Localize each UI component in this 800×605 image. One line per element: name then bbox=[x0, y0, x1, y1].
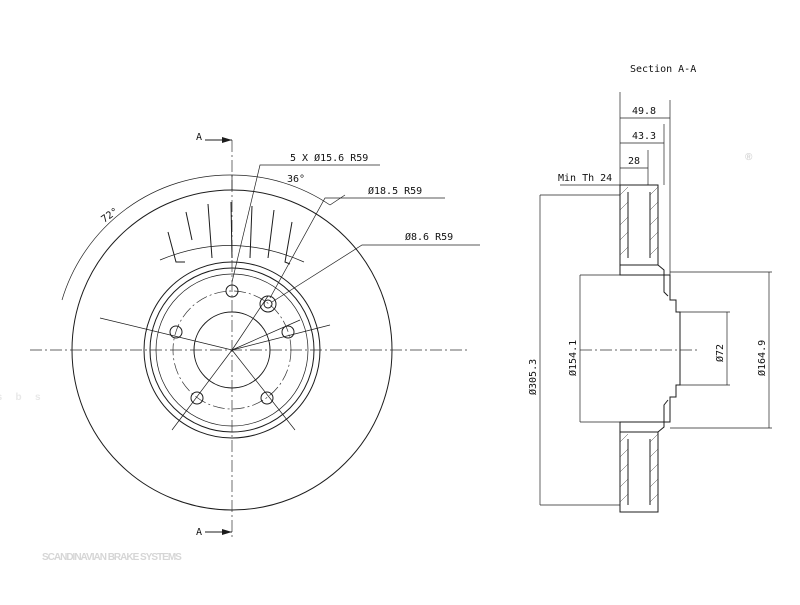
radial-line bbox=[99, 317, 233, 351]
angle-72-arc bbox=[61, 174, 233, 301]
hat-section bbox=[619, 265, 681, 432]
radial-line bbox=[231, 324, 331, 351]
bolt-holes bbox=[169, 284, 295, 405]
callout-hole-18: Ø18.5 R59 bbox=[368, 185, 422, 197]
leader-hole-18 bbox=[269, 197, 445, 299]
watermark-brand: SCANDINAVIAN BRAKE SYSTEMS bbox=[42, 552, 182, 563]
dim-width-total: 49.8 bbox=[632, 106, 656, 117]
angle-36-arc bbox=[231, 174, 331, 206]
hole-8-6 bbox=[263, 299, 273, 309]
section-marker-top: A bbox=[196, 132, 202, 143]
callout-hole-8: Ø8.6 R59 bbox=[405, 231, 453, 243]
bolt-hole bbox=[190, 391, 204, 405]
radial-line bbox=[231, 295, 269, 351]
section-marker-bottom: A bbox=[196, 527, 202, 538]
cooling-vents bbox=[159, 201, 305, 265]
callout-bolt-holes: 5 X Ø15.6 R59 bbox=[290, 152, 368, 164]
dim-dia-center: Ø72 bbox=[714, 344, 726, 362]
dim-min-thickness: Min Th 24 bbox=[558, 173, 612, 184]
radial-line bbox=[171, 349, 233, 431]
dim-dia-outer: Ø305.3 bbox=[527, 359, 539, 395]
bolt-hole bbox=[281, 325, 295, 339]
dim-dia-hat: Ø164.9 bbox=[756, 340, 768, 376]
section-view: Section A-A bbox=[527, 64, 772, 513]
radial-line bbox=[231, 319, 301, 351]
bolt-hole bbox=[260, 391, 274, 405]
dim-thickness: 28 bbox=[628, 156, 640, 167]
front-view: 72° 36° 5 X Ø15.6 R59 Ø18.5 R59 Ø8.6 R59… bbox=[30, 132, 480, 540]
section-title: Section A-A bbox=[630, 64, 696, 75]
leader-hole-8 bbox=[271, 244, 480, 303]
dim-dia-inner-ring: Ø154.1 bbox=[567, 340, 579, 376]
angle-36-label: 36° bbox=[287, 174, 305, 185]
radial-line bbox=[231, 349, 296, 431]
leader-bolts bbox=[231, 164, 380, 283]
watermark-logo: sbs bbox=[0, 392, 41, 400]
dim-width-hat: 43.3 bbox=[632, 131, 656, 142]
bolt-hole bbox=[169, 325, 183, 339]
registered-mark: ® bbox=[745, 152, 753, 163]
